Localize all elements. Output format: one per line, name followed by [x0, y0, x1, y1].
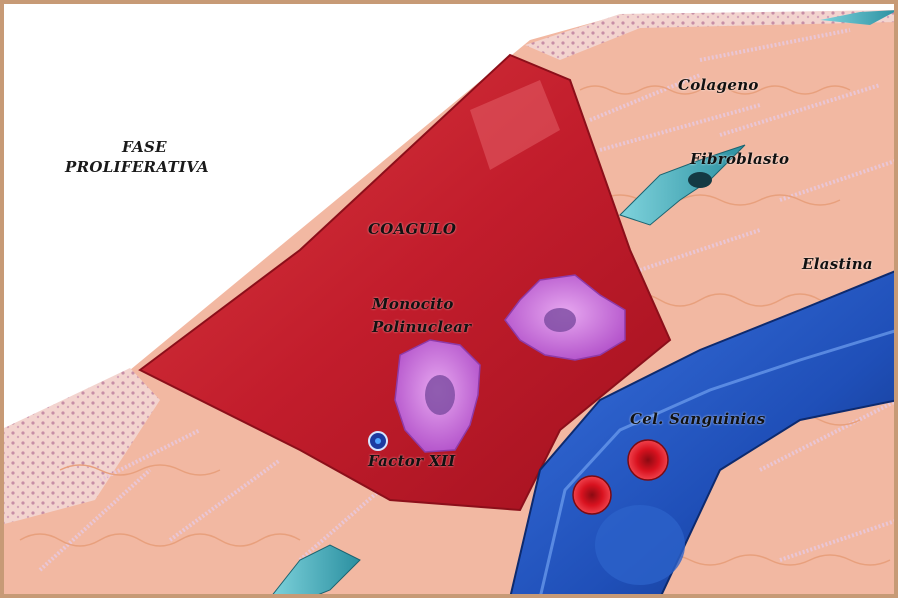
- label-fibroblasto: Fibroblasto: [690, 150, 789, 168]
- factor-xii-marker-core: [375, 438, 381, 444]
- fibroblast-nucleus: [688, 172, 712, 188]
- polynuclear-nucleus: [425, 375, 455, 415]
- label-cel-sanguinias: Cel. Sanguinias: [630, 410, 765, 428]
- label-coagulo: COAGULO: [368, 220, 456, 238]
- label-polinuclear: Polinuclear: [372, 318, 471, 336]
- label-factor-xii: Factor XII: [368, 452, 455, 470]
- label-monocito: Monocito: [372, 295, 454, 313]
- blood-vessel-lumen: [595, 505, 685, 585]
- title-line1: FASE: [122, 138, 167, 156]
- red-blood-cell: [628, 440, 668, 480]
- label-colageno: Colageno: [678, 76, 759, 94]
- red-blood-cell: [573, 476, 611, 514]
- label-elastina: Elastina: [802, 255, 873, 273]
- title-line2: PROLIFERATIVA: [65, 158, 209, 176]
- monocyte-nucleus: [544, 308, 576, 332]
